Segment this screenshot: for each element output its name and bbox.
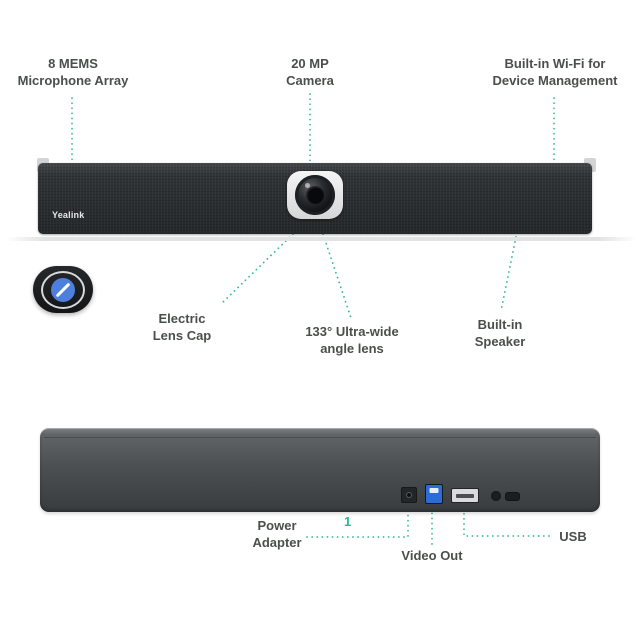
label-camera-line2: Camera (286, 72, 334, 88)
label-speaker-line2: Speaker (474, 333, 526, 349)
power-port (401, 487, 417, 503)
lens-glint (305, 183, 310, 188)
slash-icon (55, 282, 71, 297)
camera-module (287, 171, 343, 219)
lens-cap-closed-icon (51, 277, 75, 302)
label-wide-angle-lens: 133° Ultra-wide angle lens (288, 324, 416, 358)
video-out-port (425, 484, 443, 504)
label-speaker-line1: Built-in (477, 317, 523, 332)
label-power-adapter: Power Adapter (237, 518, 317, 552)
label-electric-lens-cap: Electric Lens Cap (120, 311, 244, 345)
leader-camera (307, 93, 313, 173)
brand-logo: Yealink (52, 210, 85, 220)
label-camera-line1: 20 MP (291, 56, 329, 71)
usb-port (451, 488, 479, 503)
label-power-line2: Adapter (252, 534, 302, 550)
label-wide-angle-line2: angle lens (320, 340, 384, 356)
label-video-out: Video Out (401, 548, 463, 563)
footnote-marker: 1 (344, 514, 352, 529)
label-lens-cap-line1: Electric (158, 311, 206, 326)
lens-cap-badge (33, 266, 93, 313)
label-microphone-line2: Microphone Array (17, 72, 129, 88)
label-microphone-array: 8 MEMS Microphone Array (0, 56, 146, 90)
camera-lens (295, 175, 335, 215)
label-usb: USB (559, 529, 587, 544)
shelf-shadow (6, 237, 637, 241)
label-wide-angle-line1: 133° Ultra-wide (305, 324, 399, 339)
aux-hole (491, 491, 501, 501)
label-camera: 20 MP Camera (245, 56, 375, 90)
lens-cap-ring (41, 270, 85, 309)
label-lens-cap-line2: Lens Cap (152, 327, 212, 343)
label-microphone-line1: 8 MEMS (48, 56, 98, 71)
soundbar-front-view (38, 163, 592, 234)
lens-inner (306, 186, 324, 204)
label-power-line1: Power (257, 518, 297, 533)
label-wifi-line2: Device Management (492, 72, 618, 88)
label-wifi: Built-in Wi-Fi for Device Management (472, 56, 638, 90)
security-slot (505, 492, 520, 501)
label-wifi-line1: Built-in Wi-Fi for (504, 56, 606, 71)
label-built-in-speaker: Built-in Speaker (440, 317, 560, 351)
